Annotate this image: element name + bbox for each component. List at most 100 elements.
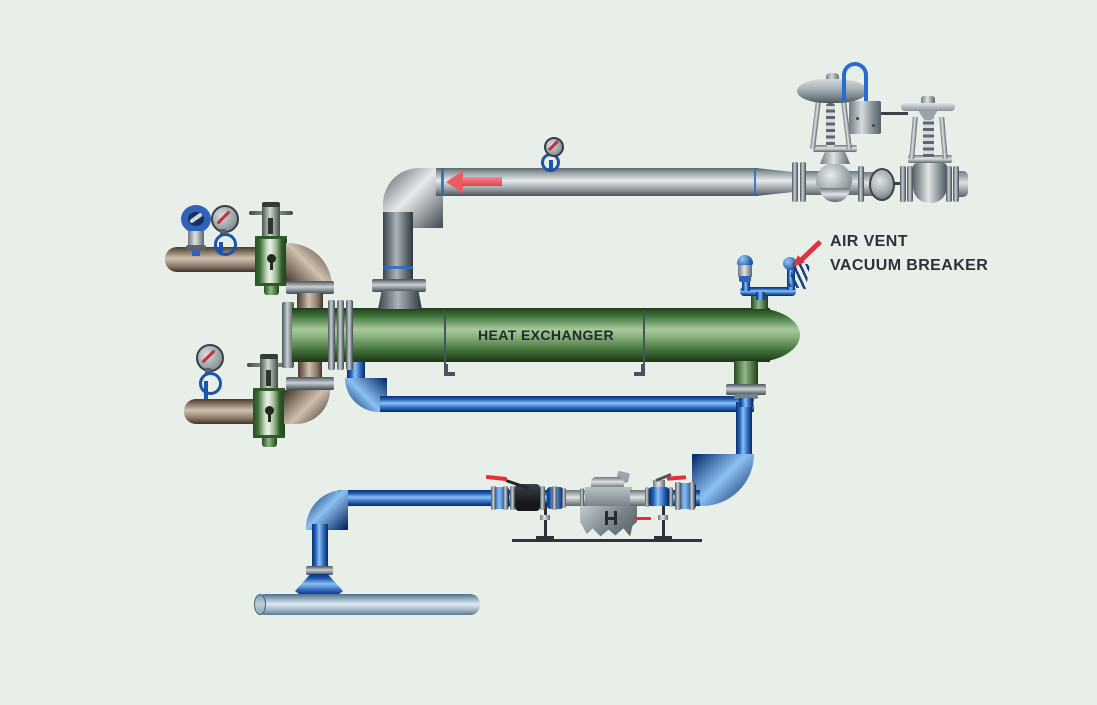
heat-exchanger-shell xyxy=(292,308,770,362)
steam-inlet-flange xyxy=(372,279,426,292)
valve-drain-tab xyxy=(262,438,277,447)
stop-valve-icon xyxy=(253,388,285,438)
transmitter-body xyxy=(188,231,204,246)
annotation-line-2: VACUUM BREAKER xyxy=(830,257,989,274)
positioner-rod xyxy=(881,112,908,115)
gate-bonnet-plate xyxy=(908,155,952,163)
flange xyxy=(946,166,952,202)
weld-seam xyxy=(441,168,444,196)
supply-elbow-lower xyxy=(284,390,330,424)
sparge-drop-pipe xyxy=(312,524,328,572)
gate-yoke-left xyxy=(909,116,918,160)
ball-valve-icon xyxy=(649,487,669,506)
outlet-union-nut xyxy=(734,394,758,399)
valve-drain-tab xyxy=(264,286,279,295)
pipe-stub xyxy=(959,171,968,197)
sparge-pipe-icon xyxy=(255,594,480,615)
air-signal-tube xyxy=(842,62,868,102)
union-ring xyxy=(675,482,681,510)
flange xyxy=(907,166,913,202)
valve-plug-stem xyxy=(270,261,273,270)
outlet-stub xyxy=(739,398,753,407)
nozzle-neck xyxy=(297,293,323,310)
condensate-downcomer xyxy=(736,402,752,464)
valve-plug-mark xyxy=(265,406,274,415)
annotation-text: AIR VENT VACUUM BREAKER xyxy=(830,230,1080,278)
gate-valve-body xyxy=(913,163,947,203)
sparge-nozzle-cone xyxy=(295,574,343,596)
flange xyxy=(858,166,864,202)
flow-arrow-shaft xyxy=(462,177,502,186)
ground-line xyxy=(512,539,702,542)
valve-bonnet xyxy=(653,480,665,489)
supply-pipe-lower xyxy=(184,399,260,424)
union-ring xyxy=(503,486,508,510)
nozzle-flange xyxy=(286,281,334,294)
pipe-support-foot xyxy=(634,364,645,376)
actuator-yoke-left xyxy=(810,100,821,150)
channel-end-flange xyxy=(282,302,294,368)
condensate-outlet-flange xyxy=(726,384,766,395)
union-ring xyxy=(562,488,566,508)
gauge-siphon-leg xyxy=(219,242,223,255)
valve-end-flange xyxy=(669,487,673,507)
check-disc-fitting xyxy=(869,168,895,201)
trap-drain-mark xyxy=(633,517,651,520)
handwheel-hub xyxy=(921,96,935,105)
flow-arrow-icon xyxy=(446,171,463,193)
condensate-outlet-nozzle xyxy=(734,361,758,385)
union-ring xyxy=(580,488,584,508)
control-valve-bottom xyxy=(820,188,850,202)
union-ring xyxy=(689,482,695,510)
gate-yoke-right xyxy=(939,116,948,160)
control-valve-bonnet xyxy=(820,149,850,164)
transmitter-stem xyxy=(192,249,200,256)
air-vent-icon xyxy=(737,255,753,266)
flange xyxy=(953,166,959,202)
actuator-nub xyxy=(826,73,839,82)
vent-header-pipe xyxy=(740,287,796,296)
supply-pipe-upper xyxy=(165,247,265,272)
manual-gate-valve-icon xyxy=(901,103,955,111)
valve-end-flange xyxy=(510,486,515,510)
positioner-dot xyxy=(856,117,859,120)
valve-plug-mark xyxy=(267,254,276,263)
equipment-label: HEAT EXCHANGER xyxy=(477,327,615,343)
weld-seam xyxy=(383,266,413,269)
tubesheet-flange xyxy=(328,300,335,370)
vent-tee-stub xyxy=(756,292,765,300)
flange xyxy=(792,162,798,202)
gate-stem-spring xyxy=(923,115,934,159)
gauge-siphon-pigtail xyxy=(199,372,222,395)
condensate-header-run xyxy=(380,396,754,412)
air-vent-collar xyxy=(739,276,751,282)
tubesheet-flange xyxy=(337,300,344,370)
gauge-siphon-leg xyxy=(204,381,208,399)
nozzle-neck xyxy=(298,361,322,379)
pipe-support-foot xyxy=(444,364,455,376)
vent-riser-left xyxy=(742,279,750,291)
valve-stem-spring xyxy=(826,103,835,147)
gauge-stem xyxy=(205,368,211,375)
trap-bowl xyxy=(580,506,637,537)
nozzle-flange xyxy=(286,377,334,390)
positioner-dot xyxy=(872,124,875,127)
gauge-stem xyxy=(549,160,553,170)
gauge-siphon-pigtail xyxy=(214,233,237,256)
heat-exchanger-head xyxy=(754,308,800,362)
bonnet-cap xyxy=(260,354,278,359)
weld-seam xyxy=(754,168,757,196)
pipe-support-rod xyxy=(643,311,645,375)
union-ring xyxy=(491,486,496,510)
bonnet-flange-plate xyxy=(813,145,857,152)
valve-positioner-icon xyxy=(849,101,881,134)
bonnet-slot xyxy=(268,218,273,234)
handle-red-grip xyxy=(666,475,687,481)
valve-end-flange xyxy=(540,486,545,510)
valve-plug-stem xyxy=(268,413,271,422)
support-base xyxy=(536,536,554,540)
steam-riser-pipe xyxy=(383,212,413,282)
pipe-support-rod xyxy=(444,311,446,375)
annotation-line-1: AIR VENT xyxy=(830,233,908,250)
trap-bolt-bar xyxy=(605,517,617,520)
